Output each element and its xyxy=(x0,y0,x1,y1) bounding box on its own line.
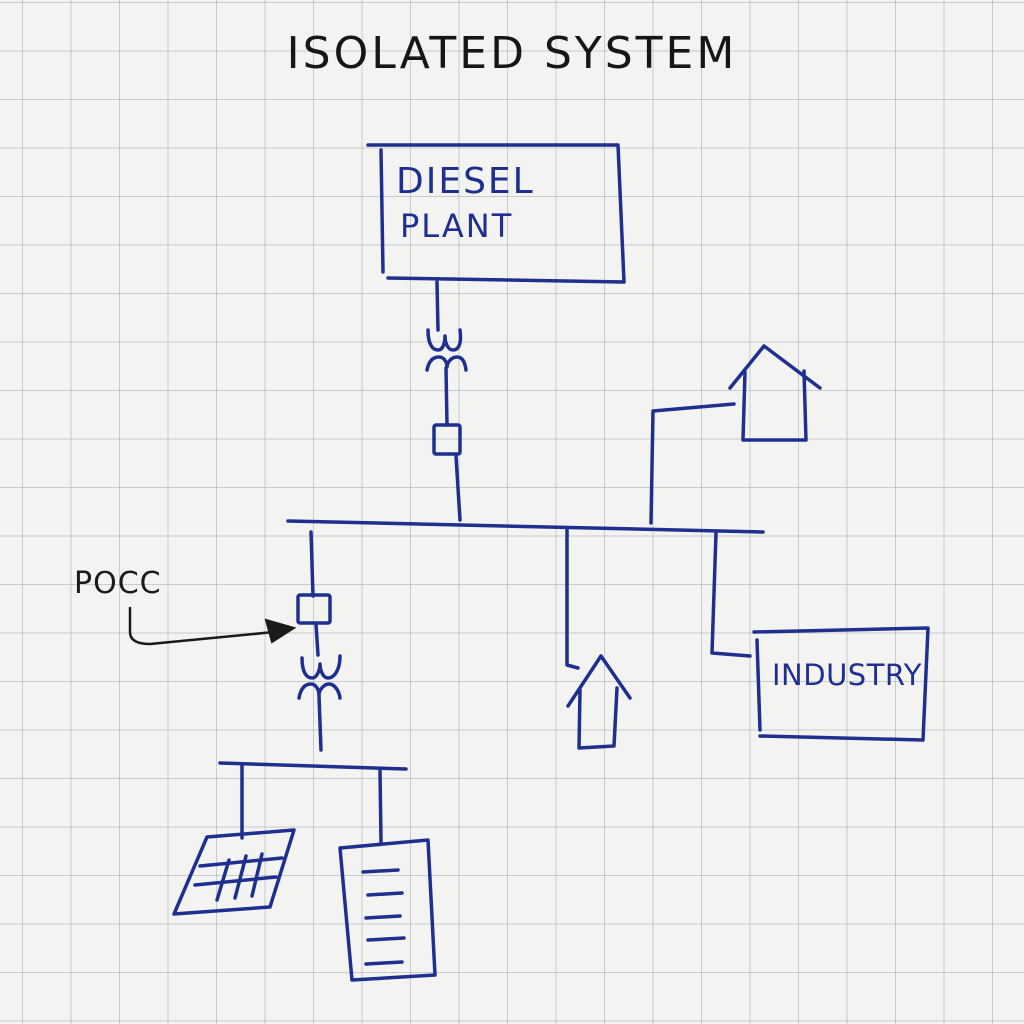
transformer-icon xyxy=(425,328,468,372)
diesel-plant-box xyxy=(366,143,626,284)
industry-box xyxy=(752,626,930,742)
house-icon xyxy=(728,344,822,442)
main-bus xyxy=(286,519,765,534)
pocc-feeder-line-2 xyxy=(314,622,320,657)
feeder-line-mid xyxy=(444,366,449,427)
house-icon-2 xyxy=(566,654,632,750)
battery-icon xyxy=(338,838,437,982)
arrow-icon xyxy=(128,606,297,646)
pocc-label: POCC xyxy=(74,566,162,601)
solar-panel-icon xyxy=(172,828,296,916)
pocc-breaker-icon xyxy=(296,593,332,625)
industry-branch-line xyxy=(710,531,752,658)
diagram-title: ISOLATED SYSTEM xyxy=(286,28,738,79)
industry-label: INDUSTRY xyxy=(772,658,922,692)
battery-branch-line xyxy=(378,768,383,844)
microgrid-feeder-line xyxy=(317,694,323,752)
house-branch-line xyxy=(649,402,736,525)
diesel-plant-label-line1: DIESEL xyxy=(396,161,535,202)
transformer-icon-lower xyxy=(297,654,342,700)
house-branch-line-2 xyxy=(565,528,580,670)
diesel-plant-label-line2: PLANT xyxy=(400,207,514,245)
breaker-icon xyxy=(432,423,462,456)
diesel-feeder-line xyxy=(435,280,440,332)
microgrid-bus xyxy=(218,761,408,771)
pocc-feeder-line xyxy=(309,530,315,598)
feeder-line-lower xyxy=(454,454,462,522)
